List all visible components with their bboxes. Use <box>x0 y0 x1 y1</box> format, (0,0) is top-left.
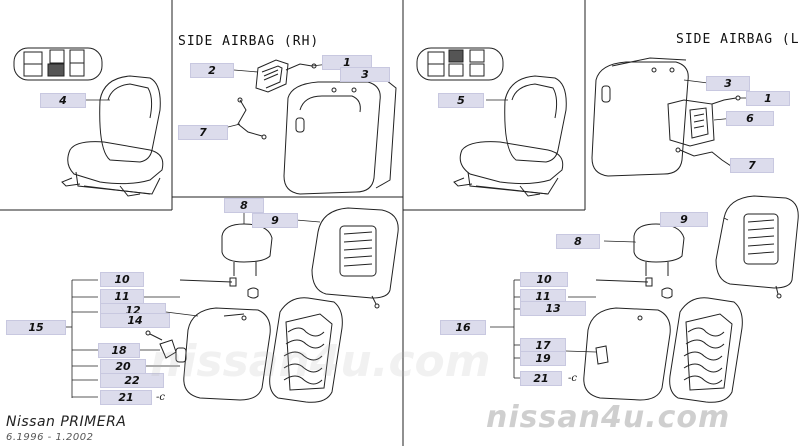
callout-20[interactable]: 20 <box>100 359 146 374</box>
callout-3-rh[interactable]: 3 <box>340 67 390 82</box>
callout-10-lh[interactable]: 10 <box>520 272 568 287</box>
callout-21-lh[interactable]: 21 <box>520 371 562 386</box>
model-name: Nissan PRIMERA <box>6 414 127 430</box>
clip-label-lh: -c <box>568 373 577 384</box>
watermark-faint: nissan4u.com <box>150 336 491 387</box>
callout-10-rh[interactable]: 10 <box>100 272 144 287</box>
callout-9-lh[interactable]: 9 <box>660 212 708 227</box>
seatback-lh <box>591 57 689 177</box>
small-parts-lh <box>595 277 673 299</box>
callout-8-lh[interactable]: 8 <box>556 234 600 249</box>
airbag-harness-rh <box>237 97 267 140</box>
callout-8-rh[interactable]: 8 <box>224 198 264 213</box>
side-airbag-lh-title: SIDE AIRBAG (LH) <box>676 32 800 47</box>
small-parts-rh <box>145 277 259 359</box>
headrest-rh <box>221 223 273 276</box>
seat-position-icon-rh <box>13 47 103 81</box>
headrest-lh <box>633 223 685 276</box>
rear-cover-lh <box>715 195 799 299</box>
panel-dividers <box>0 0 586 446</box>
callout-13[interactable]: 13 <box>520 301 586 316</box>
callout-14[interactable]: 14 <box>100 313 170 328</box>
callout-18[interactable]: 18 <box>98 343 140 358</box>
callout-7-lh[interactable]: 7 <box>730 158 774 173</box>
seat-assembly-rh <box>61 75 164 197</box>
callout-19[interactable]: 19 <box>520 351 566 366</box>
callout-21-rh[interactable]: 21 <box>100 390 152 405</box>
callout-4[interactable]: 4 <box>40 93 86 108</box>
seatback-rh <box>283 79 397 195</box>
seatback-cushion-rh <box>175 307 271 401</box>
seatback-cushion-lh <box>583 307 671 401</box>
callout-2-rh[interactable]: 2 <box>190 63 234 78</box>
callout-6[interactable]: 6 <box>726 111 774 126</box>
callout-5[interactable]: 5 <box>438 93 484 108</box>
callout-16[interactable]: 16 <box>440 320 486 335</box>
seat-position-icon-lh <box>416 47 504 81</box>
seatback-frame-lh <box>669 297 743 403</box>
callout-22[interactable]: 22 <box>100 373 164 388</box>
callout-17[interactable]: 17 <box>520 338 566 353</box>
airbag-harness-lh <box>675 147 739 171</box>
callout-9-rh[interactable]: 9 <box>252 213 298 228</box>
callout-3-lh[interactable]: 3 <box>706 76 750 91</box>
model-dates: 6.1996 - 1.2002 <box>6 432 94 443</box>
callout-7-rh[interactable]: 7 <box>178 125 228 140</box>
rear-cover-rh <box>311 207 399 309</box>
side-airbag-rh-title: SIDE AIRBAG (RH) <box>178 34 320 49</box>
airbag-module-rh <box>255 59 317 93</box>
callout-1-lh[interactable]: 1 <box>746 91 790 106</box>
clip-label-rh: -c <box>156 392 165 403</box>
seatback-frame-rh <box>269 297 343 403</box>
callout-15[interactable]: 15 <box>6 320 66 335</box>
watermark: nissan4u.com <box>486 400 731 435</box>
callout-11-rh[interactable]: 11 <box>100 289 144 304</box>
seat-assembly-lh <box>453 75 567 197</box>
